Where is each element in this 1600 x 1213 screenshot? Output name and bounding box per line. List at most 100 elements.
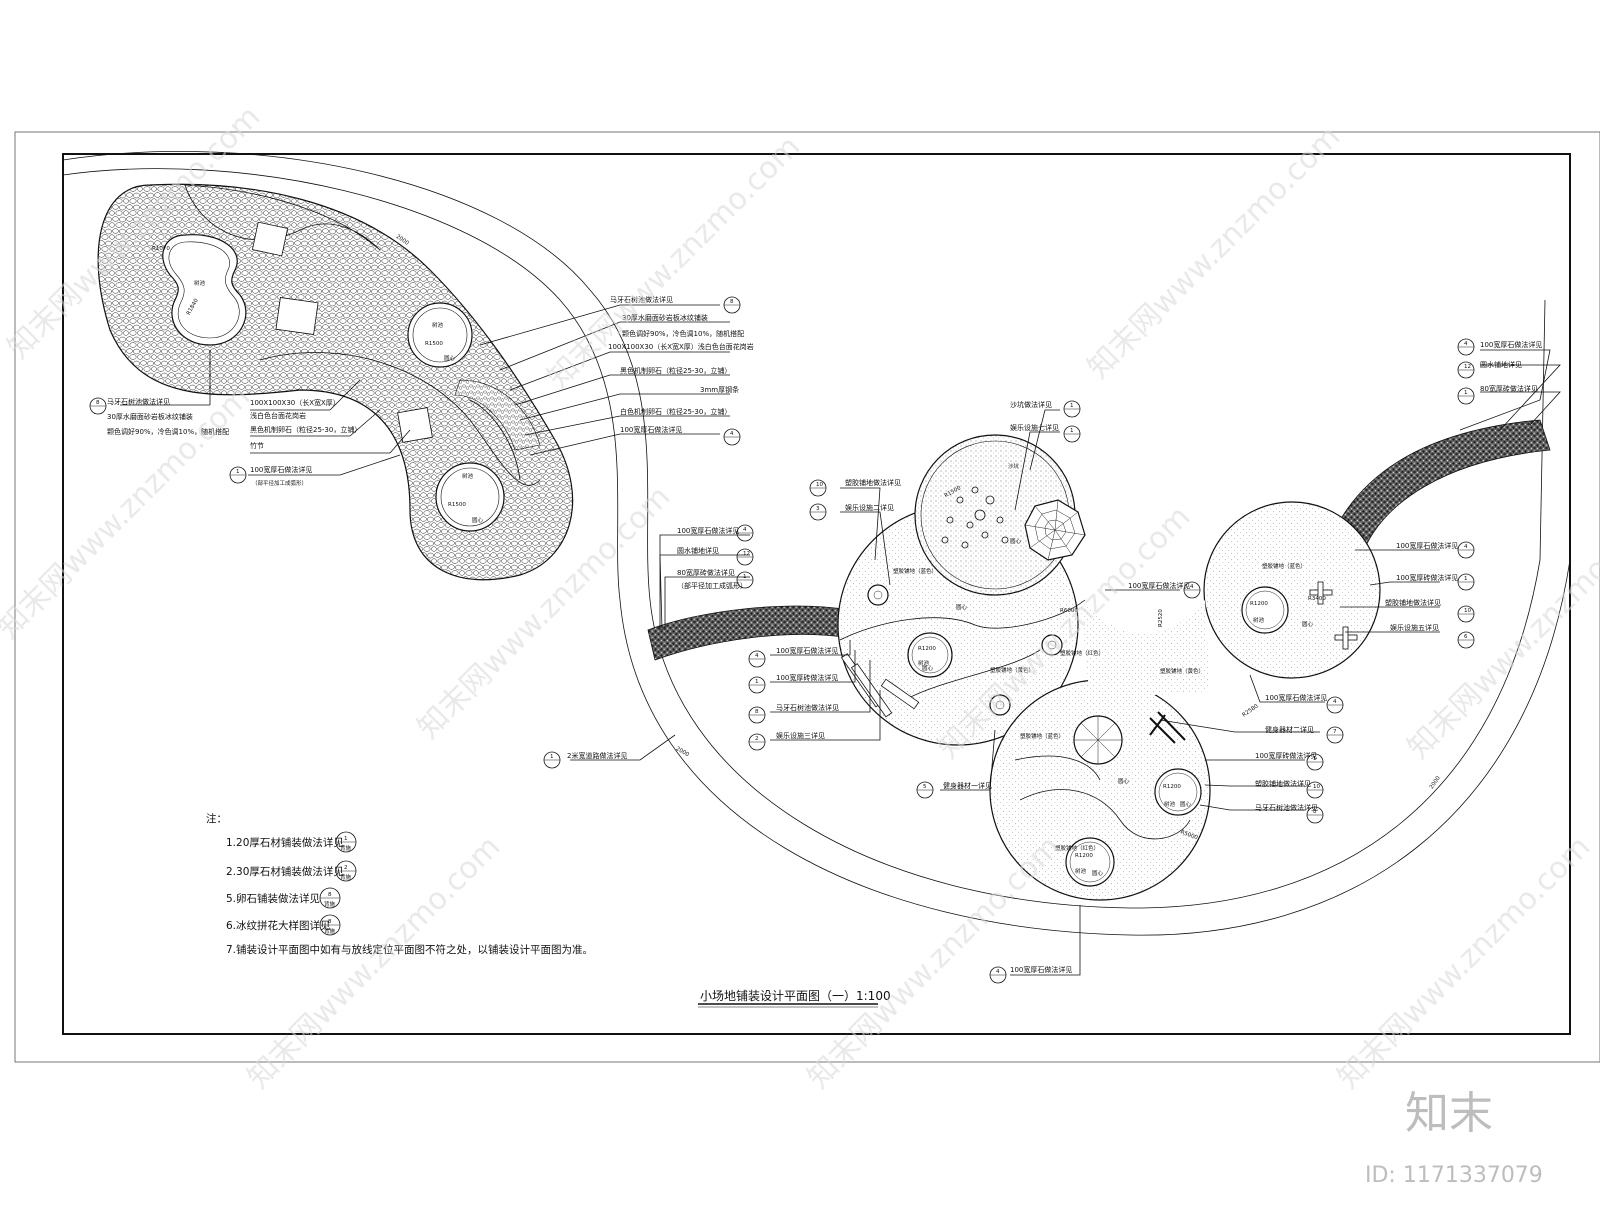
ref-number: 10 [816,482,823,488]
ref-number: 3 [816,506,820,512]
radius-label: R5000 [1180,830,1199,842]
callout-text: 马牙石树池做法详见 [610,295,673,304]
callout-text: 娱乐设施三详见 [776,731,825,740]
center-label: 圆心 [472,517,484,524]
center-label: 圆心 [1010,538,1022,545]
surface-label: 塑胶铺地（黄色） [1160,667,1204,675]
callout: 3mm厚钢条 [519,385,739,421]
callout-text: （部平径加工成弧形） [677,581,747,590]
note-ref-circle: 8背施 [319,887,341,909]
radius-label: R1500 [448,502,466,508]
svg-text:1: 1 [236,469,240,475]
ref-number: 12 [1464,364,1471,370]
callout-text: 娱乐设施五详见 [1390,623,1439,632]
note-ref-circle: 2背施 [335,860,357,882]
callout-text: 100宽厚石做法详见 [1480,340,1542,349]
note-item: 1.20厚石材铺装做法详见 [226,836,344,849]
center-label: 圆心 [922,665,934,672]
radius-label: R1200 [1075,853,1093,859]
callout-text: 100宽厚石做法详见 [1128,581,1190,590]
ref-number: 12 [743,551,750,557]
left-callouts-left: 马牙石树池做法详见 30厚水磨面砂岩板冰纹铺装 颗色调好90%，冷色调10%，随… [89,350,411,487]
ref-number: 1 [1313,756,1317,762]
drawing-title: 小场地铺装设计平面图（一）1:100 [700,989,891,1003]
drawing-border [62,153,1571,1035]
callout: 马牙石树池做法详见 8 [748,660,871,724]
svg-text:背施: 背施 [340,873,352,881]
tree-pool-label: 树池 [918,659,930,667]
svg-text:知末网www.znzmo.com: 知末网www.znzmo.com [1081,119,1347,385]
umbrella-icon [1073,715,1123,765]
callout-text: 健身器材一详见 [943,781,992,790]
callout-text: 80宽厚砖做法详见 [677,568,735,577]
seesaw-icon [840,653,920,718]
callout-text: 100X100X30（长X宽X厚） [250,398,340,407]
center-label: 圆心 [1118,778,1130,785]
callout-text: 100宽厚石做法详见 [677,526,739,535]
svg-text:知末网www.znzmo.com: 知末网www.znzmo.com [801,829,1067,1095]
callout-text: 100宽厚石做法详见 [250,465,312,474]
tree-pool-r1200 [1154,768,1202,816]
svg-text:知末网www.znzmo.com: 知末网www.znzmo.com [1331,829,1597,1095]
ref-number: 8 [755,709,759,715]
surface-label: 塑胶铺地（红色） [1060,649,1104,657]
ref-number: 8 [1313,809,1317,815]
callout-text: 100X100X30（长X宽X厚）浅白色台面花岗岩 [608,342,754,351]
ref-number: 4 [755,653,759,659]
tree-pool-label: 树池 [1075,867,1087,875]
callout-text: （部平径加工成弧形） [252,479,307,487]
callout-text: 塑胶铺地做法详见 [1255,779,1311,788]
center-label: 圆心 [956,604,968,611]
tree-pool-label: 树池 [432,321,444,329]
svg-text:8: 8 [328,919,332,925]
ref-number: 4 [996,969,1000,975]
play-equipment-icon [867,584,889,606]
callout-text: 3mm厚钢条 [700,385,739,394]
ref-number: 4 [1464,341,1468,347]
callout-text: 沙坑做法详见 [1010,400,1052,409]
callout-text: 黑色机制卵石（粒径25-30，立铺） [250,425,361,434]
callout-text: 30厚水磨面砂岩板冰纹铺装 [622,313,708,322]
sandpit-label: 沙坑 [1008,462,1020,470]
callout-text: 马牙石树池做法详见 [776,703,839,712]
callout-text: 黑色机制卵石（粒径25-30，立铺） [620,366,731,375]
note-ref-circle: 8背施 [319,914,341,936]
radius-label: R1200 [1250,601,1268,607]
callout-text: 娱乐设施七详见 [1010,423,1059,432]
callout: 白色机制卵石（粒径25-30，立铺） [524,407,731,436]
center-label: 圆心 [444,355,456,362]
note-item: 7.铺装设计平面图中如有与放线定位平面图不符之处，以铺装设计平面图为准。 [226,943,593,956]
callout-text: 健身器材二详见 [1265,725,1314,734]
svg-text:知末网www.znzmo.com: 知末网www.znzmo.com [541,129,807,395]
surface-label: 塑胶铺地（蓝色） [1262,562,1306,570]
callout-text: 浅白色台面花岗岩 [250,411,306,420]
callout: 圆水铺地详见 12 [1457,360,1561,431]
ref-number: 2 [755,736,759,742]
tree-pool-label: 树池 [462,472,474,480]
ref-number: 10 [1313,784,1320,790]
callout-text: 竹节 [250,441,264,450]
surface-label: 塑胶铺地（蓝色） [1020,732,1064,740]
tree-pool-label: 树池 [1253,616,1265,624]
callout: （部平径加工成弧形） [677,581,747,590]
callout-text: 圆水铺地详见 [1480,360,1522,369]
ref-number: 7 [1333,729,1337,735]
ref-number: 4 [1190,584,1194,590]
